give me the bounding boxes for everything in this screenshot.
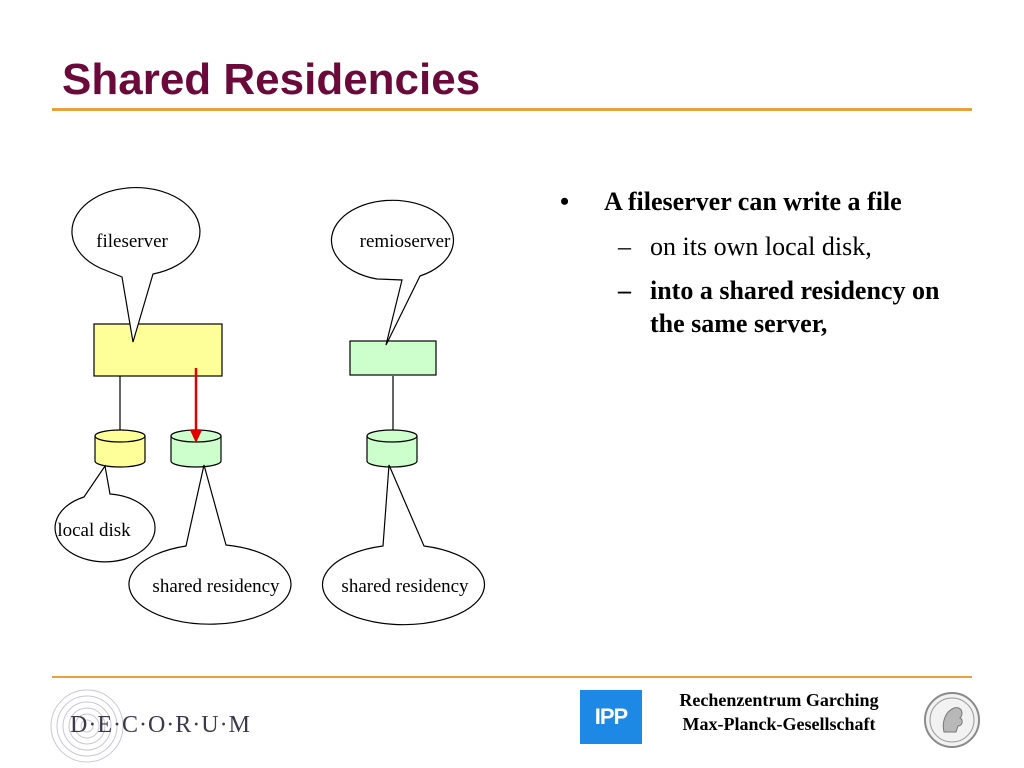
institution-line-1: Rechenzentrum Garching bbox=[679, 690, 879, 710]
bullet-sub-1: – on its own local disk, bbox=[618, 231, 1000, 264]
slide-title: Shared Residencies bbox=[62, 55, 481, 104]
shared-residency-label-1: shared residency bbox=[152, 576, 280, 597]
remioserver-box bbox=[349, 340, 437, 376]
bullet-main: • A fileserver can write a file bbox=[560, 186, 1000, 219]
shared-residency-callout-2 bbox=[321, 464, 486, 626]
write-arrow bbox=[190, 368, 202, 443]
remioserver-callout bbox=[330, 199, 454, 346]
bullet-sub-2: – into a shared residency on the same se… bbox=[618, 275, 1000, 340]
bullet-sub-2-text: into a shared residency on the same serv… bbox=[650, 276, 940, 338]
bullet-dash: – bbox=[618, 276, 631, 305]
shared-residency-label-2: shared residency bbox=[341, 576, 469, 597]
decorum-wordmark: D·E·C·O·R·U·M bbox=[70, 712, 251, 738]
bullet-dash: – bbox=[618, 231, 631, 261]
institution-line-2: Max-Planck-Gesellschaft bbox=[682, 714, 876, 734]
footer-divider bbox=[52, 676, 972, 678]
local-disk-callout bbox=[54, 464, 156, 563]
fileserver-callout bbox=[71, 186, 201, 343]
bullet-list: • A fileserver can write a file – on its… bbox=[560, 186, 1000, 340]
institution-name: Rechenzentrum Garching Max-Planck-Gesell… bbox=[648, 688, 910, 736]
shared-residency-callout-1 bbox=[128, 464, 292, 625]
shared-residency-cylinder-1 bbox=[170, 429, 222, 468]
minerva-seal-icon bbox=[924, 692, 980, 748]
remioserver-label: remioserver bbox=[360, 231, 451, 252]
ipp-logo: IPP bbox=[580, 690, 642, 744]
fileserver-label: fileserver bbox=[96, 231, 168, 252]
bullet-sub-1-text: on its own local disk, bbox=[650, 231, 872, 261]
fileserver-box bbox=[93, 323, 223, 377]
residency-diagram: fileserver remioserver local disk shared… bbox=[54, 186, 486, 626]
shared-residency-cylinder-2 bbox=[366, 429, 418, 468]
local-disk-cylinder bbox=[94, 429, 146, 468]
local-disk-label: local disk bbox=[57, 520, 131, 541]
bullet-dot: • bbox=[560, 187, 570, 216]
bullet-main-text: A fileserver can write a file bbox=[604, 187, 902, 216]
title-divider bbox=[52, 108, 972, 111]
decorum-swirl-logo bbox=[50, 689, 124, 763]
